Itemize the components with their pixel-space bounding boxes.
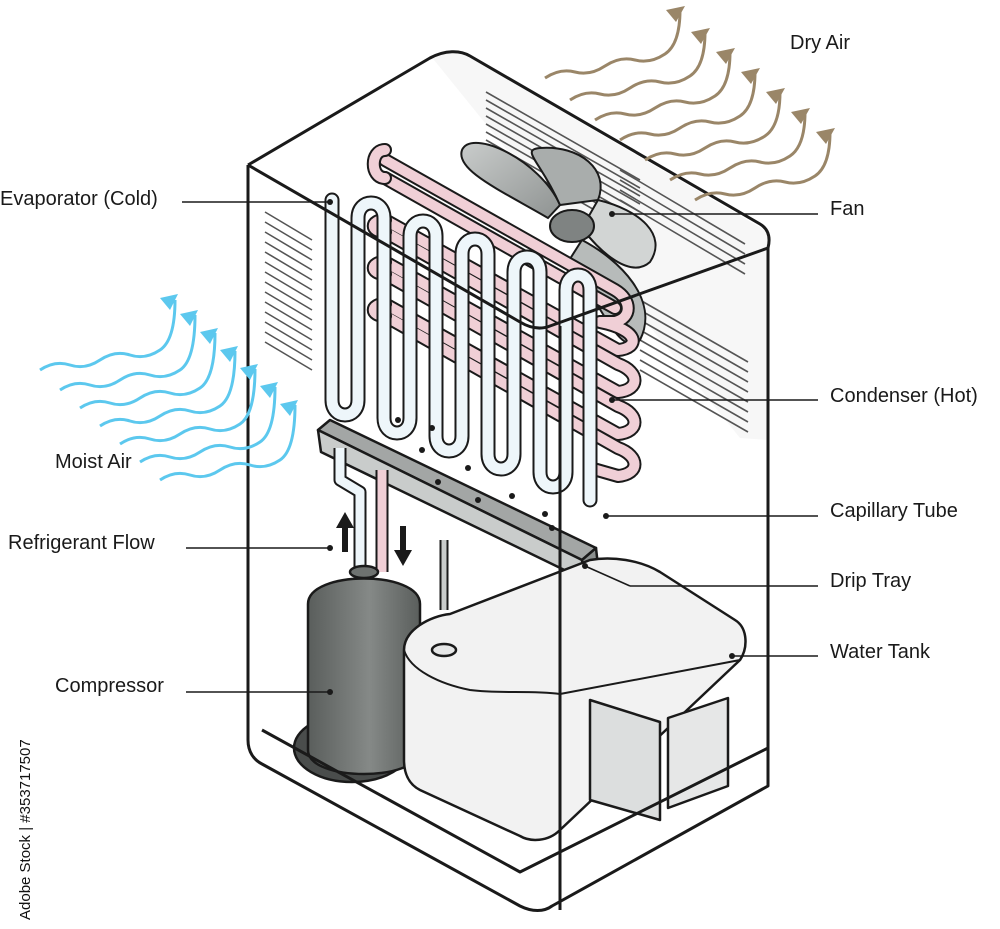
compressor	[292, 564, 422, 784]
moist-air-arrowheads	[160, 294, 298, 416]
moist-air-flow	[39, 299, 297, 482]
evaporator-coil	[324, 192, 598, 508]
label-moist-air: Moist Air	[55, 451, 132, 473]
dry-air-arrowheads	[666, 6, 835, 144]
condenser-coil	[366, 143, 642, 483]
label-compressor: Compressor	[55, 675, 164, 697]
dry-air-flow	[544, 9, 832, 202]
water-droplets	[395, 417, 555, 531]
label-water-tank: Water Tank	[830, 641, 931, 663]
flow-arrows	[336, 512, 412, 566]
label-evaporator: Evaporator (Cold)	[0, 188, 158, 210]
water-tank	[402, 557, 747, 842]
fan	[460, 141, 657, 345]
label-condenser: Condenser (Hot)	[830, 385, 978, 407]
side-stock-id: Adobe Stock | #353717507	[17, 739, 34, 920]
cabinet-outline	[246, 50, 771, 912]
leader-lines	[182, 201, 818, 693]
rear-grille-right	[639, 299, 749, 433]
label-drip-tray: Drip Tray	[830, 570, 911, 592]
refrigerant-pipes	[333, 448, 449, 610]
side-grille-left	[264, 211, 313, 371]
label-capillary-tube: Capillary Tube	[830, 500, 958, 522]
label-dry-air: Dry Air	[790, 32, 850, 54]
label-refrigerant-flow: Refrigerant Flow	[8, 532, 155, 554]
label-fan: Fan	[830, 198, 864, 220]
leader-dots	[327, 199, 735, 695]
